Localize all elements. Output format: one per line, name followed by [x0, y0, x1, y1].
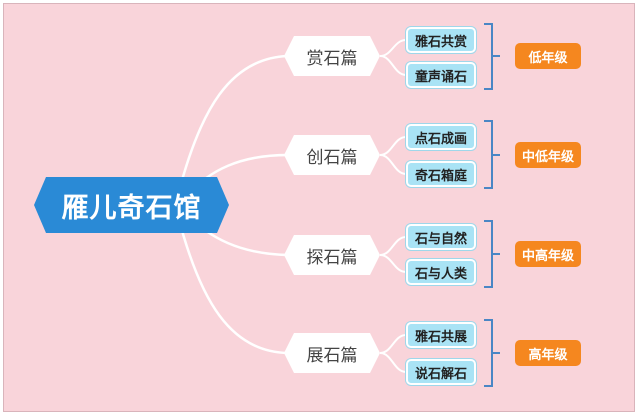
bracket-3 [484, 220, 500, 288]
chapter-node-4[interactable]: 展石篇 [284, 333, 380, 373]
link-chapter-4-leaves [379, 334, 407, 373]
root-hexagon-shape [34, 177, 229, 233]
chapter-node-3[interactable]: 探石篇 [284, 235, 380, 275]
chapter-label: 探石篇 [306, 247, 358, 268]
bracket-4 [484, 319, 500, 387]
leaf-node[interactable]: 点石成画 [406, 124, 476, 150]
chapter-node-1[interactable]: 赏石篇 [284, 36, 380, 76]
leaf-node[interactable]: 说石解石 [406, 359, 476, 385]
chapter-shape [284, 333, 380, 373]
link-root-chapter-1 [176, 54, 289, 196]
leaf-node[interactable]: 童声诵石 [406, 62, 476, 88]
chapter-shape [284, 36, 380, 76]
bracket-1 [484, 23, 500, 90]
leaf-node[interactable]: 雅石共展 [406, 322, 476, 348]
chapter-shape [284, 135, 380, 175]
link-chapter-1-leaves [379, 39, 407, 76]
bottom-margin [0, 412, 640, 419]
bracket-2 [484, 120, 500, 189]
root-label: 雁儿奇石馆 [61, 192, 202, 224]
grade-level-tag[interactable]: 高年级 [515, 340, 581, 366]
leaf-node[interactable]: 石与人类 [406, 259, 476, 285]
link-chapter-3-leaves [379, 236, 407, 273]
chapter-label: 赏石篇 [306, 48, 358, 69]
grade-level-tag[interactable]: 中高年级 [515, 241, 581, 267]
root-node[interactable]: 雁儿奇石馆 [34, 177, 229, 233]
grade-level-tag[interactable]: 低年级 [515, 43, 581, 69]
link-chapter-2-leaves [379, 136, 407, 175]
link-root-chapter-4 [176, 215, 289, 355]
grade-level-tag[interactable]: 中低年级 [515, 142, 581, 168]
leaf-node[interactable]: 雅石共赏 [406, 27, 476, 53]
chapter-label: 展石篇 [306, 345, 358, 366]
leaf-node[interactable]: 石与自然 [406, 224, 476, 250]
chapter-shape [284, 235, 380, 275]
chapter-label: 创石篇 [306, 147, 358, 168]
chapter-node-2[interactable]: 创石篇 [284, 135, 380, 175]
leaf-node[interactable]: 奇石箱庭 [406, 161, 476, 187]
